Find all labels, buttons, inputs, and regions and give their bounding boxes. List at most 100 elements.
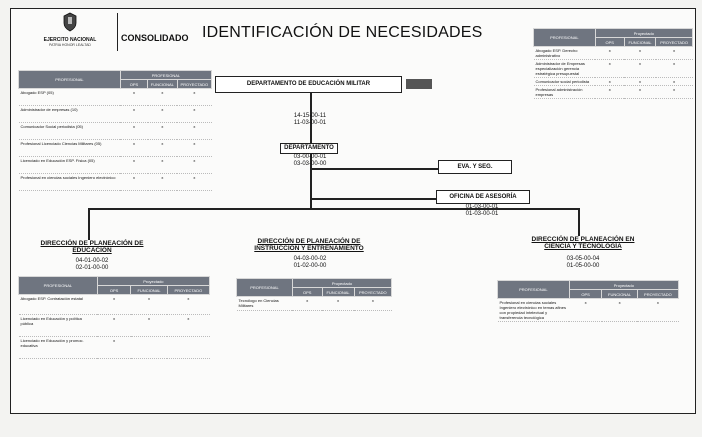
logo-subtitle: PATRIA HONOR LEALTAD (49, 43, 91, 47)
table-label-header: PROFESIONAL (18, 276, 98, 295)
departamento-code: 03-00-00-01 03-03-00-00 (270, 154, 350, 168)
mark: x (322, 296, 355, 311)
connector-horizontal (88, 208, 578, 210)
mark: x (655, 85, 693, 99)
mark: x (147, 122, 178, 140)
row-label: Profesional en ciencias sociales Ingenie… (497, 298, 570, 322)
connector-left-branch (88, 208, 90, 240)
mark: x (177, 156, 212, 174)
code-line: 14-15-00-11 (293, 113, 327, 119)
army-logo: EJERCITO NACIONAL PATRIA HONOR LEALTAD (22, 12, 118, 56)
row-label: Tecnólogo en Ciencias Militares (236, 296, 293, 311)
code-line: 04-03-00-02 (293, 256, 327, 262)
table-group-header: Proyectado (291, 278, 393, 288)
code-line: 01-03-00-01 (465, 204, 499, 210)
section-instruccion-title: DIRECCIÓN DE PLANEACIÓN DE INSTRUCCIÓN Y… (254, 238, 364, 252)
mark: x (167, 314, 210, 337)
top-department-label: DEPARTAMENTO DE EDUCACIÓN MILITAR (246, 81, 371, 87)
row-label: Licenciado en Educación y promoc. educat… (18, 336, 98, 359)
table-col: OPS (568, 289, 603, 299)
code-line: 01-02-00-00 (293, 263, 327, 269)
oficina-code: 01-03-00-01 01-03-00-01 (440, 204, 524, 218)
mark: x (97, 336, 131, 359)
mark: x (177, 139, 212, 157)
top-department-box: DEPARTAMENTO DE EDUCACIÓN MILITAR (215, 76, 402, 93)
oficina-asesoria-label: OFICINA DE ASESORÍA (449, 194, 517, 200)
section-ciencia-table: PROFESIONAL Proyectado OPS FUNCIONAL PRO… (497, 280, 680, 322)
left-table-label-header: PROFESIONAL (18, 70, 121, 89)
row-label: Licenciado en Educación y política públi… (18, 314, 98, 337)
left-table-group-header: PROFESIONAL (119, 70, 213, 80)
code-line: 03-05-00-04 (566, 256, 600, 262)
mark: x (655, 46, 693, 60)
mark (130, 336, 168, 359)
shield-icon (63, 12, 77, 32)
table-label-header: PROFESIONAL (236, 278, 293, 297)
eva-seg-label: EVA. Y SEG. (457, 164, 493, 170)
departamento-label: DEPARTAMENTO (284, 145, 334, 151)
table-row: Licenciado en Educación y promoc. educat… (18, 336, 210, 359)
mark: x (624, 59, 656, 78)
section-ciencia-code: 03-05-00-04 01-05-00-00 (543, 256, 623, 270)
right-table-col: PROYECTADO (655, 37, 693, 47)
mark: x (130, 294, 168, 315)
row-label: Abogado ESP. Contratación estatal (18, 294, 98, 315)
oficina-asesoria-box: OFICINA DE ASESORÍA (436, 190, 530, 204)
code-line: 03-00-00-01 (293, 154, 327, 160)
row-label: Administrador de Empresas especializació… (533, 59, 596, 78)
table-label-header: PROFESIONAL (497, 280, 570, 299)
code-line: 02-01-00-00 (75, 265, 109, 271)
mark: x (637, 298, 679, 322)
connector-eva (310, 168, 460, 170)
table-col: FUNCIONAL (601, 289, 638, 299)
table-group-header: Proyectado (96, 276, 211, 286)
top-department-tag (406, 79, 432, 89)
mark: x (624, 46, 656, 60)
left-table-col: PROYECTADO (176, 79, 213, 89)
mark: x (595, 59, 625, 78)
code-line: 01-05-00-00 (566, 263, 600, 269)
table-col: PROYECTADO (636, 289, 680, 299)
top-code: 14-15-00-11 11-03-00-01 (270, 113, 350, 127)
mark: x (147, 173, 178, 191)
table-col: FUNCIONAL (130, 285, 168, 295)
mark: x (120, 88, 148, 106)
mark (167, 336, 210, 359)
table-col: OPS (291, 287, 323, 297)
mark: x (177, 88, 212, 106)
mark: x (624, 85, 656, 99)
mark: x (147, 105, 178, 123)
table-col: PROYECTADO (353, 287, 393, 297)
mark: x (147, 139, 178, 157)
row-label: Comunicador Social periodista (05) (18, 122, 121, 140)
right-table-col: FUNCIONAL (623, 37, 657, 47)
mark: x (97, 294, 131, 315)
table-row: Profesional en ciencias sociales Ingenie… (497, 298, 679, 322)
row-label: Abogado ESP (05) (18, 88, 121, 106)
code-line: 01-03-00-01 (465, 211, 499, 217)
code-line: 04-01-00-02 (75, 258, 109, 264)
mark: x (655, 59, 693, 78)
section-educacion-code: 04-01-00-02 02-01-00-00 (52, 258, 132, 272)
right-table-col: OPS (594, 37, 625, 47)
right-table-label-header: PROFESIONAL (533, 28, 596, 47)
row-label: Comunicador social periodista (533, 77, 596, 86)
consolidado-label: CONSOLIDADO (121, 33, 189, 43)
mark: x (130, 314, 168, 337)
row-label: Administrador de empresas (10) (18, 105, 121, 123)
table-row: Licenciado en Educación y política públi… (18, 314, 210, 337)
logo-title: EJERCITO NACIONAL (43, 37, 97, 43)
connector-oficina (310, 198, 436, 200)
mark: x (569, 298, 602, 322)
mark: x (177, 105, 212, 123)
departamento-box: DEPARTAMENTO (280, 143, 338, 154)
left-table: PROFESIONAL PROFESIONAL OPS FUNCIONAL PR… (18, 70, 213, 191)
mark: x (601, 298, 638, 322)
section-instruccion-code: 04-03-00-02 01-02-00-00 (270, 256, 350, 270)
